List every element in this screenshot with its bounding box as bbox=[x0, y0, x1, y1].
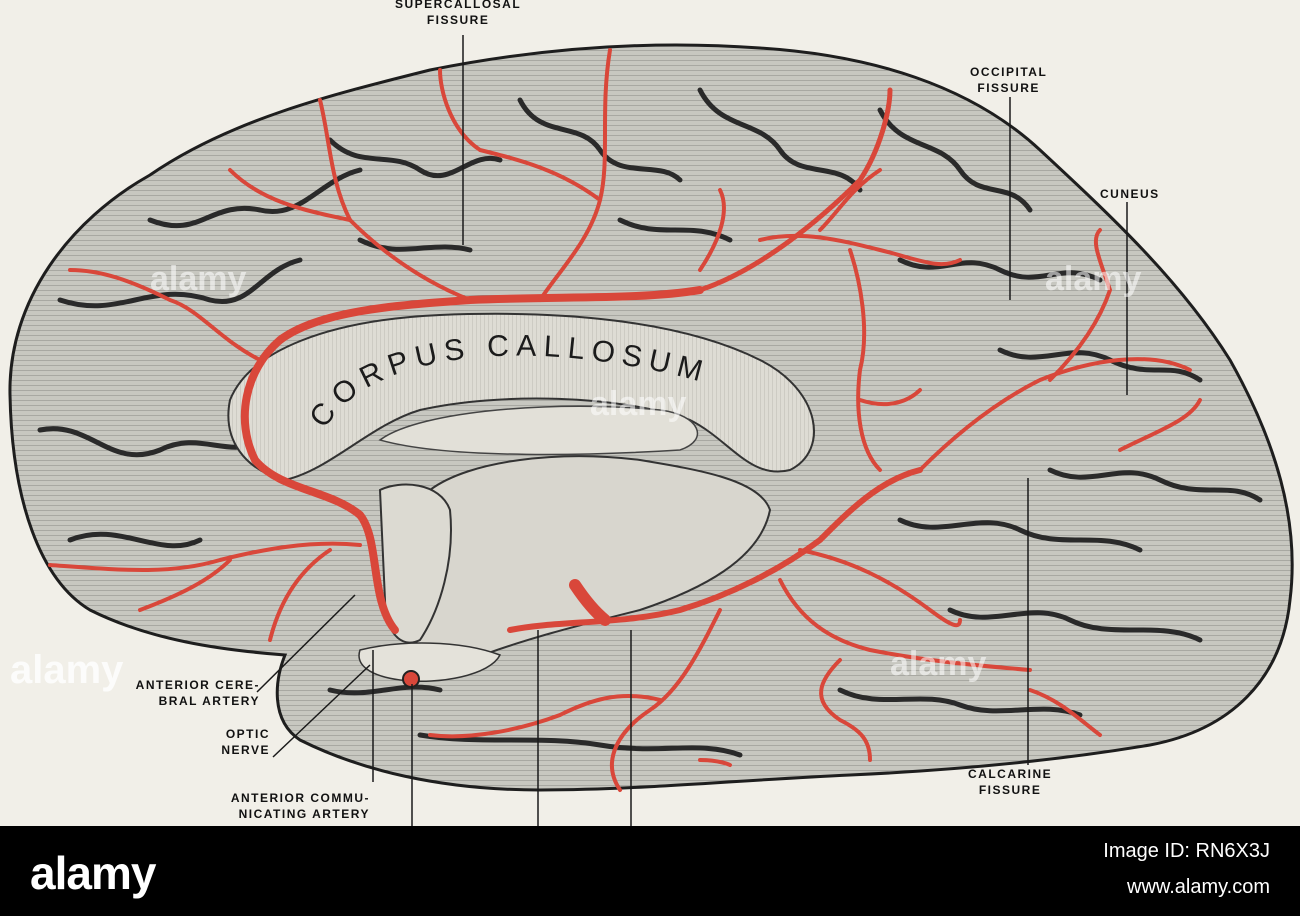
watermark: alamy bbox=[150, 260, 247, 298]
calcarine-line-2: FISSURE bbox=[978, 783, 1042, 797]
lateral-ventricle bbox=[378, 405, 699, 456]
basilar-artery-stub bbox=[569, 579, 611, 626]
calcarine-fissure-label: CALCARINE FISSURE bbox=[968, 766, 1052, 798]
supercallosal-fissure-label: SUPERCALLOSAL FISSURE bbox=[395, 0, 521, 28]
brain-illustration: CORPUS CALLOSUM bbox=[8, 35, 1294, 826]
supercallosal-line-1: SUPERCALLOSAL bbox=[395, 0, 522, 11]
watermark: alamy bbox=[1045, 260, 1142, 298]
fornix-pillar bbox=[378, 483, 452, 644]
anterior-communicating-artery-label: ANTERIOR COMMU- NICATING ARTERY bbox=[150, 790, 370, 822]
anterior-cerebral-artery-label: ANTERIOR CERE- BRAL ARTERY bbox=[100, 677, 260, 709]
corpus-callosum bbox=[227, 312, 815, 482]
anterior-cerebral-line-2: BRAL ARTERY bbox=[158, 694, 260, 708]
carotid-artery-section bbox=[402, 670, 420, 688]
leader-lines bbox=[256, 35, 1128, 826]
anterior-cerebral-line-1: ANTERIOR CERE- bbox=[135, 678, 260, 692]
footer-url: www.alamy.com bbox=[1127, 876, 1270, 898]
occipital-line-2: FISSURE bbox=[977, 81, 1040, 95]
posterior-cerebral-artery bbox=[507, 467, 923, 633]
watermark: alamy bbox=[10, 648, 124, 692]
cuneus-label: CUNEUS bbox=[1100, 187, 1160, 201]
optic-chiasm-region bbox=[358, 642, 502, 683]
watermark: alamy bbox=[890, 645, 987, 683]
sulci bbox=[37, 87, 1263, 758]
footer-image-id: Image ID: RN6X3J bbox=[1103, 840, 1270, 862]
watermark: alamy bbox=[590, 385, 687, 423]
occipital-line-1: OCCIPITAL bbox=[970, 65, 1048, 79]
supercallosal-line-2: FISSURE bbox=[426, 13, 490, 27]
anterior-communicating-line-1: ANTERIOR COMMU- bbox=[230, 791, 370, 805]
optic-nerve-label: OPTIC NERVE bbox=[180, 726, 270, 758]
stock-footer-bar: alamy Image ID: RN6X3J www.alamy.com bbox=[0, 826, 1300, 916]
optic-line-1: OPTIC bbox=[225, 727, 270, 741]
calcarine-line-1: CALCARINE bbox=[968, 767, 1053, 781]
optic-line-2: NERVE bbox=[221, 743, 270, 757]
arteries bbox=[48, 48, 1202, 792]
occipital-fissure-label: OCCIPITAL FISSURE bbox=[970, 64, 1047, 96]
footer-logo: alamy bbox=[30, 847, 156, 899]
anterior-communicating-line-2: NICATING ARTERY bbox=[238, 807, 370, 821]
